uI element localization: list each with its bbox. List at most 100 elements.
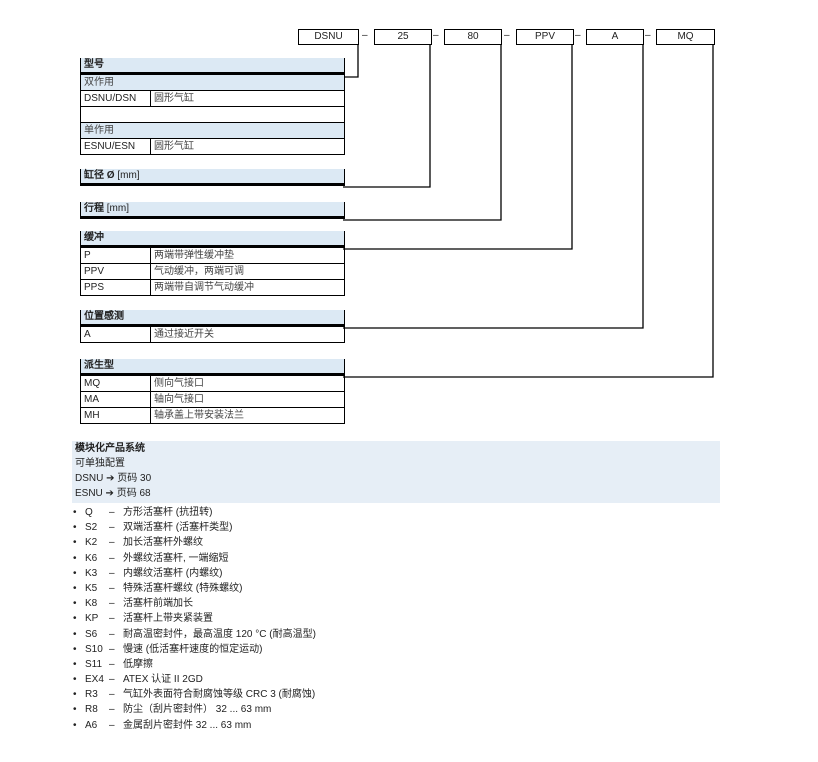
modular-line: 可单独配置 [75,458,125,469]
options-list: •Q–方形活塞杆 (抗扭转)•S2–双端活塞杆 (活塞杆类型)•K2–加长活塞杆… [72,505,316,733]
option-dash: – [109,567,115,579]
row-code: ESNU/ESN [81,139,151,154]
modular-link-esnu[interactable]: ESNU ➔ 页码 68 [75,488,151,499]
code-box-cushion: PPV [516,29,574,45]
stroke-title: 行程 [84,203,104,214]
option-dash: – [109,613,115,625]
option-code: KP [85,613,99,625]
option-code: R8 [85,704,98,716]
option-item: •K3–内螺纹活塞杆 (内螺纹) [72,566,316,581]
option-desc: 双端活塞杆 (活塞杆类型) [123,522,233,534]
option-dash: – [109,643,115,655]
bullet-icon: • [73,689,77,701]
connector-lines [343,44,714,378]
option-item: • R8–防尘（刮片密封件） 32 ... 63 mm [72,702,316,717]
option-item: •K2–加长活塞杆外螺纹 [72,535,316,550]
modular-title: 模块化产品系统 [75,443,145,454]
sensing-header: 位置感测 [81,310,344,327]
modular-link-dsnu[interactable]: DSNU ➔ 页码 30 [75,473,152,484]
row-desc: 气动缓冲，两端可调 [154,266,244,277]
code-separator: – [504,30,510,41]
option-desc: 金属刮片密封件 32 ... 63 mm [123,719,252,731]
option-dash: – [109,719,115,731]
option-desc: 外螺纹活塞杆, 一端缩短 [123,552,229,564]
option-dash: – [109,689,115,701]
option-desc: ATEX 认证 II 2GD [123,674,203,686]
group-label: 双作用 [81,75,344,91]
option-code: S6 [85,628,98,640]
option-dash: – [109,522,115,534]
option-desc: 防尘（刮片密封件） 32 ... 63 mm [123,704,272,716]
bore-table: 缸径 Ø [mm] [80,169,345,186]
code-box-sensing: A [586,29,644,45]
option-desc: 特殊活塞杆螺纹 (特殊螺纹) [123,582,243,594]
bullet-icon: • [73,704,77,716]
option-desc: 耐高温密封件，最高温度 120 °C (耐高温型) [123,628,316,640]
option-desc: 方形活塞杆 (抗扭转) [123,507,213,518]
option-code: A6 [85,719,98,731]
option-item: •KP–活塞杆上带夹紧装置 [72,611,316,626]
code-box-type: DSNU [298,29,359,45]
row-desc: 两端带自调节气动缓冲 [154,282,254,293]
bullet-icon: • [73,674,77,686]
row-code: MA [81,392,151,407]
code-box-stroke: 80 [444,29,502,45]
variant-header: 派生型 [81,359,344,376]
row-code: PPS [81,280,151,295]
stroke-header: 行程 [mm] [81,202,344,219]
bullet-icon: • [73,643,77,655]
option-code: K2 [85,537,98,549]
option-desc: 活塞杆前端加长 [123,598,193,610]
option-dash: – [109,552,115,564]
bullet-icon: • [73,719,77,731]
option-code: S11 [85,658,103,670]
row-code: PPV [81,264,151,279]
option-dash: – [109,658,115,670]
bullet-icon: • [73,582,77,594]
bullet-icon: • [73,598,77,610]
bullet-icon: • [73,628,77,640]
option-desc: 加长活塞杆外螺纹 [123,537,203,549]
option-code: K3 [85,567,98,579]
row-desc: 通过接近开关 [154,329,214,340]
option-code: Q [85,507,93,518]
row-desc: 轴承盖上带安装法兰 [154,410,244,421]
bore-title: 缸径 Ø [84,170,115,181]
type-header: 型号 [81,58,344,75]
option-desc: 低摩擦 [123,658,153,670]
code-separator: – [575,30,581,41]
row-code: MH [81,408,151,423]
option-dash: – [109,598,115,610]
bullet-icon: • [73,537,77,549]
option-code: K6 [85,552,98,564]
code-separator: – [433,30,439,41]
bullet-icon: • [73,552,77,564]
option-dash: – [109,628,115,640]
row-code: MQ [81,376,151,391]
bullet-icon: • [73,658,77,670]
modular-system-box: 模块化产品系统 可单独配置 DSNU ➔ 页码 30 ESNU ➔ 页码 68 [72,441,720,503]
option-code: S2 [85,522,98,534]
option-item: •R3–气缸外表面符合耐腐蚀等级 CRC 3 (耐腐蚀) [72,687,316,702]
option-item: • K6–外螺纹活塞杆, 一端缩短 [72,551,316,566]
option-code: R3 [85,689,98,701]
row-desc: 圆形气缸 [154,93,194,104]
option-dash: – [109,704,115,716]
row-desc: 侧向气接口 [154,378,204,389]
option-desc: 活塞杆上带夹紧装置 [123,613,213,625]
option-code: K8 [85,598,98,610]
bullet-icon: • [73,522,77,534]
stroke-table: 行程 [mm] [80,202,345,219]
code-separator: – [645,30,651,41]
